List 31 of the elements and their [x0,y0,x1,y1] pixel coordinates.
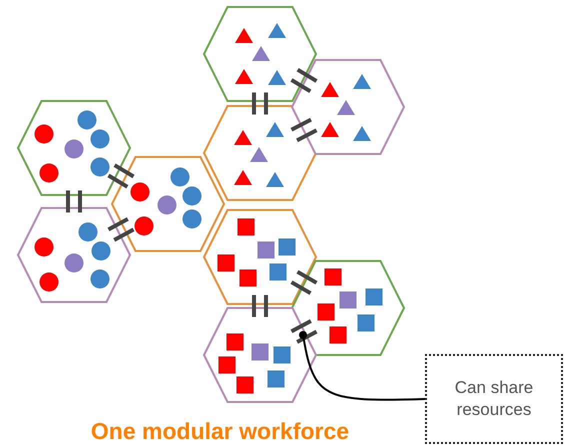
leader-line [299,331,426,401]
link-bar [114,164,135,178]
team-hexagon [204,7,316,101]
link-bar [290,319,312,334]
link-bar [113,228,134,242]
callout-box [425,354,563,444]
link-bar [290,280,312,295]
team-hexagon [204,308,316,402]
link-bar [252,92,256,114]
link-bar [252,295,256,317]
diagram-title: One modular workforce [90,418,350,445]
link-bar [296,330,318,344]
link-bar [78,190,82,212]
link-bar [296,270,318,285]
team-hexagon [18,101,130,195]
team-hexagon [292,60,404,154]
link-bar [264,92,268,114]
team-hexagon [18,208,130,302]
team-hexagon [112,157,224,251]
team-hexagon [204,210,316,304]
link-bar [296,128,318,142]
link-bar [290,78,312,94]
link-bar [264,295,268,317]
link-bar [108,217,129,232]
link-bar [290,118,312,132]
link-bar [107,174,128,188]
team-hexagon [292,261,404,355]
link-bar [296,68,318,83]
callout-text: Can share resources [454,376,534,421]
team-hexagon [204,106,316,200]
link-bar [66,190,70,212]
